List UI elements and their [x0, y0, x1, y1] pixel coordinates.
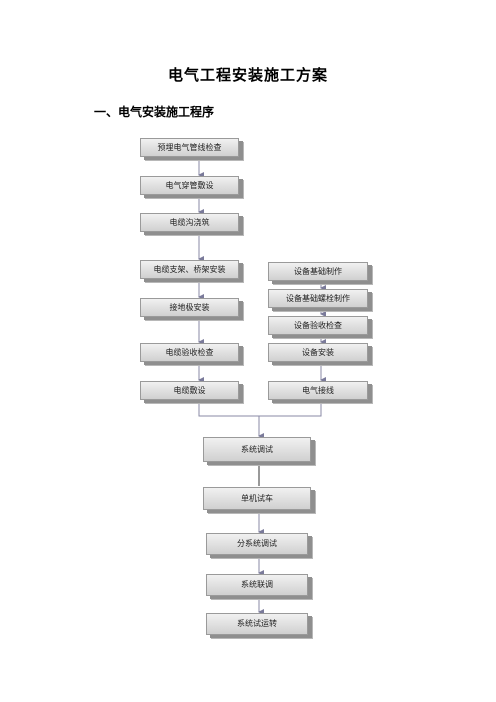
step-subsystem-debug: 分系统调试 — [206, 533, 308, 555]
document-title: 电气工程安装施工方案 — [167, 66, 328, 84]
step-tray-install: 电缆支架、桥架安装 — [140, 260, 239, 279]
step-equipment-install: 设备安装 — [268, 343, 368, 362]
step-system-debug: 系统调试 — [203, 437, 311, 462]
step-foundation-bolts: 设备基础螺栓制作 — [268, 289, 368, 308]
step-cable-trench: 电缆沟浇筑 — [140, 213, 239, 232]
step-cable-acceptance: 电缆验收检查 — [140, 343, 239, 362]
section-heading: 一、电气安装施工程序 — [94, 105, 215, 119]
step-grounding-install: 接地极安装 — [140, 298, 239, 317]
step-pipe-inspection: 预埋电气管线检查 — [140, 138, 239, 157]
merge-connector — [198, 400, 322, 417]
step-system-trial-run: 系统试运转 — [206, 613, 308, 635]
step-system-joint-debug: 系统联调 — [206, 574, 308, 596]
step-cable-laying: 电缆敷设 — [140, 381, 239, 400]
step-wiring: 电气接线 — [268, 381, 368, 400]
step-equipment-acceptance: 设备验收检查 — [268, 316, 368, 335]
step-conduit-laying: 电气穿管敷设 — [140, 176, 239, 195]
step-single-trial: 单机试车 — [203, 487, 311, 510]
step-equipment-foundation: 设备基础制作 — [268, 262, 368, 281]
